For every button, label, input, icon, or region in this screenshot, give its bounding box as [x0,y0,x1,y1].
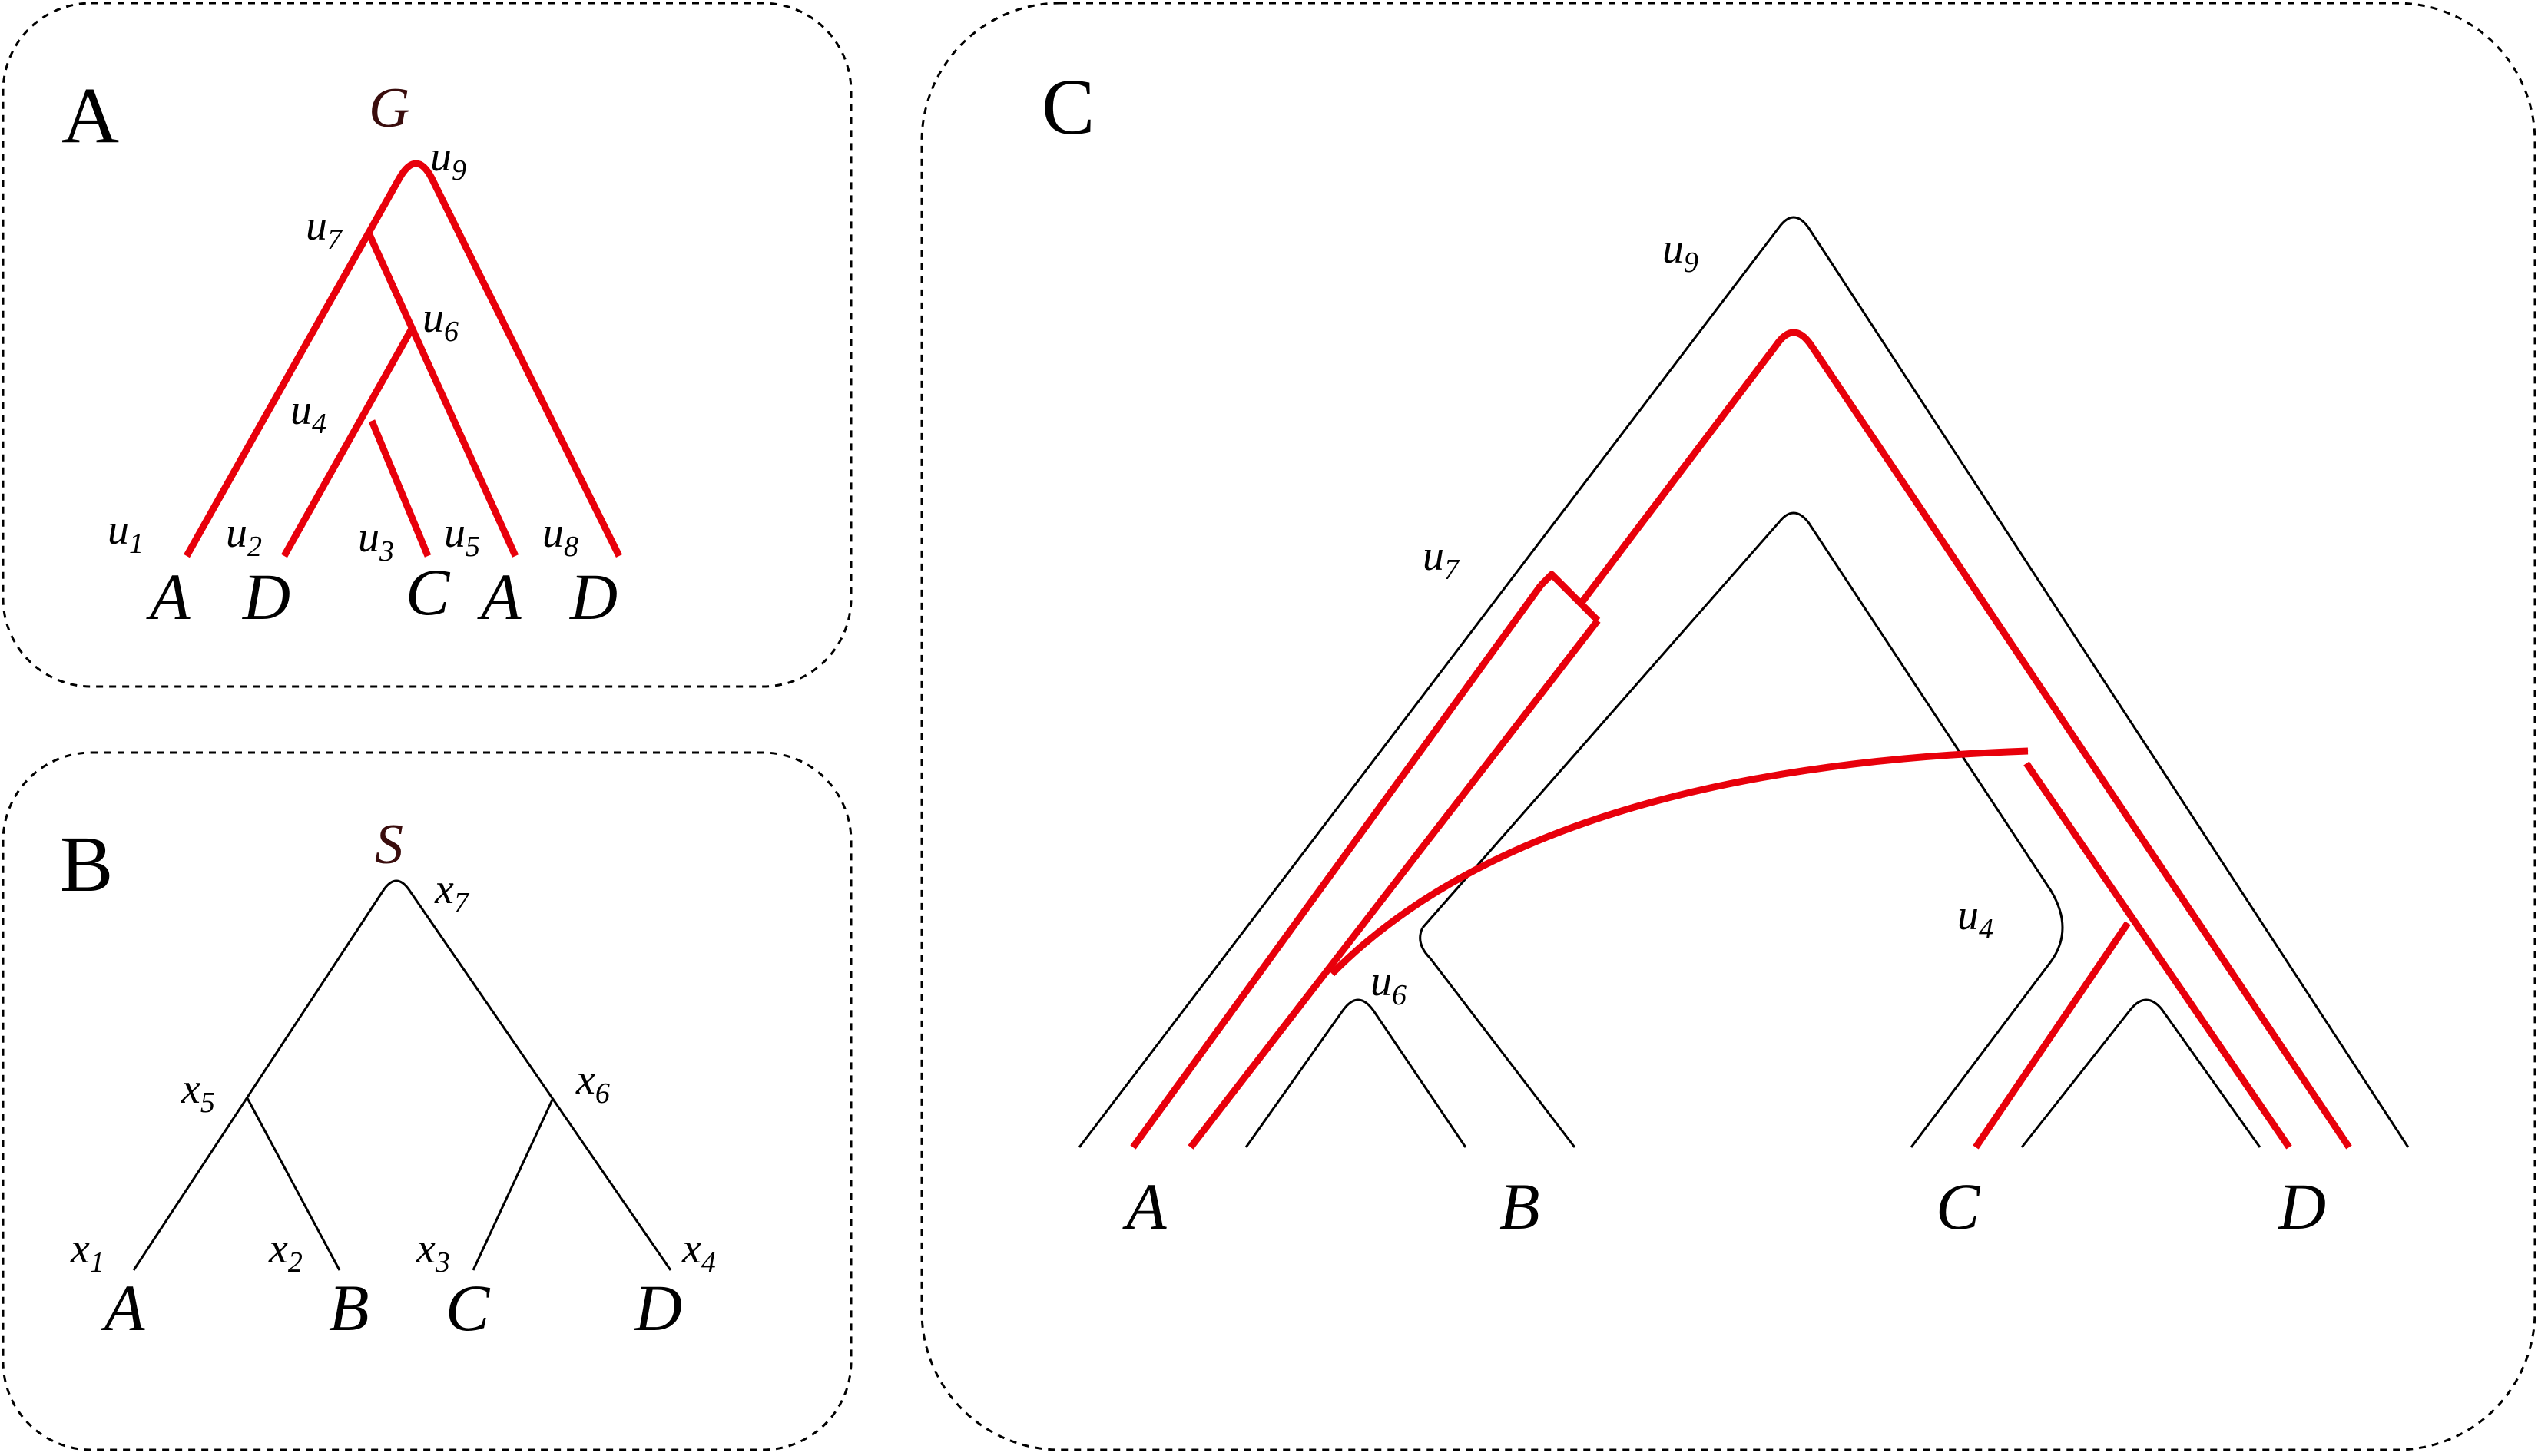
embedded-gene-duplication-box [1538,571,1601,624]
reconciliation-leaf-b: B [1499,1170,1540,1243]
node-label-x6: x6 [575,1056,610,1110]
species-leaf-d: D [634,1271,682,1345]
node-label-u6: u6 [422,294,459,348]
node-label-x4: x4 [681,1225,716,1279]
embedded-gene-tree [1130,329,2352,1150]
node-label-c-u4: u4 [1957,892,1993,945]
tube-inner-c-d [2020,998,2261,1148]
node-label-u1: u1 [108,506,144,560]
embedded-gene-root-arc [1578,329,2352,1150]
node-label-x3: x3 [416,1225,450,1279]
gene-leaf-4: A [477,560,522,634]
gene-leaf-3: C [406,555,451,629]
panel-c-letter: C [1042,63,1095,151]
tube-ab-branch-to-b [1419,927,1576,1148]
node-label-x7: x7 [434,865,470,919]
reconciliation-leaf-c: C [1936,1170,1981,1243]
reconciliation-node-labels: u9 u7 u6 u4 [1370,225,1993,1011]
species-tube-outline [1078,216,2410,1148]
gene-edge-u6-u2 [281,326,415,558]
gene-edge-u7-u6 [364,230,519,558]
tube-inner-ab-cd [1421,511,2064,1148]
gene-leaf-1: A [146,560,191,634]
embedded-gene-u7-branch [1188,618,1601,1150]
embedded-gene-root-edge [1130,583,1544,1150]
gene-leaf-2: D [242,560,290,634]
gene-edge-u3 [368,419,432,558]
reconciliation-leaf-d: D [2278,1170,2326,1243]
panel-a-frame [2,2,853,688]
reconciliation-leaf-a: A [1122,1170,1167,1243]
species-edge-x6-x3 [472,1097,555,1271]
node-label-u5: u5 [444,509,480,563]
gene-tree-edges [184,160,623,558]
node-label-u2: u2 [226,509,262,563]
species-edge-root [132,879,672,1271]
species-leaf-c: C [446,1271,491,1345]
species-edge-x5-x2 [246,1097,341,1271]
reconciliation-leaf-labels: A B C D [1122,1170,2326,1243]
species-tree-root-label: S [375,813,403,876]
gene-leaf-5: D [569,560,618,634]
embedded-gene-c-leaf [1973,921,2131,1150]
gene-tree-leaf-labels: A D C A D [146,555,618,634]
node-label-x1: x1 [70,1225,104,1279]
panel-c-frame [920,2,2536,1451]
species-tree-node-labels: x7 x5 x6 x1 x2 x3 x4 [70,865,716,1279]
node-label-u8: u8 [542,509,578,563]
node-label-x5: x5 [181,1065,215,1119]
tube-inner-a-b [1244,998,1467,1148]
panel-c: C u9 u7 u6 u4 A B C [920,2,2536,1451]
node-label-x2: x2 [268,1225,303,1279]
gene-tree-root-label: G [369,77,409,140]
species-leaf-a: A [101,1271,145,1345]
node-label-c-u7: u7 [1423,532,1460,586]
embedded-gene-u4-branch [2023,761,2292,1150]
panel-b-frame [2,751,853,1451]
node-label-u7: u7 [306,202,343,256]
species-tree-edges [132,879,672,1271]
gene-edge-root [184,160,623,558]
node-label-u9: u9 [430,133,466,187]
panel-a-letter: A [61,71,119,160]
node-label-c-u9: u9 [1662,225,1698,279]
node-label-u4: u4 [290,386,326,440]
embedded-gene-transfer-arrow [1329,747,2029,977]
node-label-c-u6: u6 [1370,958,1407,1011]
tube-outer-boundary [1078,216,2410,1148]
panel-b: B S x7 x5 x6 x1 x2 x3 x4 A B C D [2,751,853,1451]
panel-b-letter: B [60,820,113,908]
node-label-u3: u3 [358,514,394,568]
panel-a: A G u9 u7 u6 u4 u1 u2 u3 u5 u8 A D C A D [2,2,853,688]
gene-tree-node-labels: u9 u7 u6 u4 u1 u2 u3 u5 u8 [108,133,578,568]
species-tree-leaf-labels: A B C D [101,1271,682,1345]
species-leaf-b: B [329,1271,369,1345]
